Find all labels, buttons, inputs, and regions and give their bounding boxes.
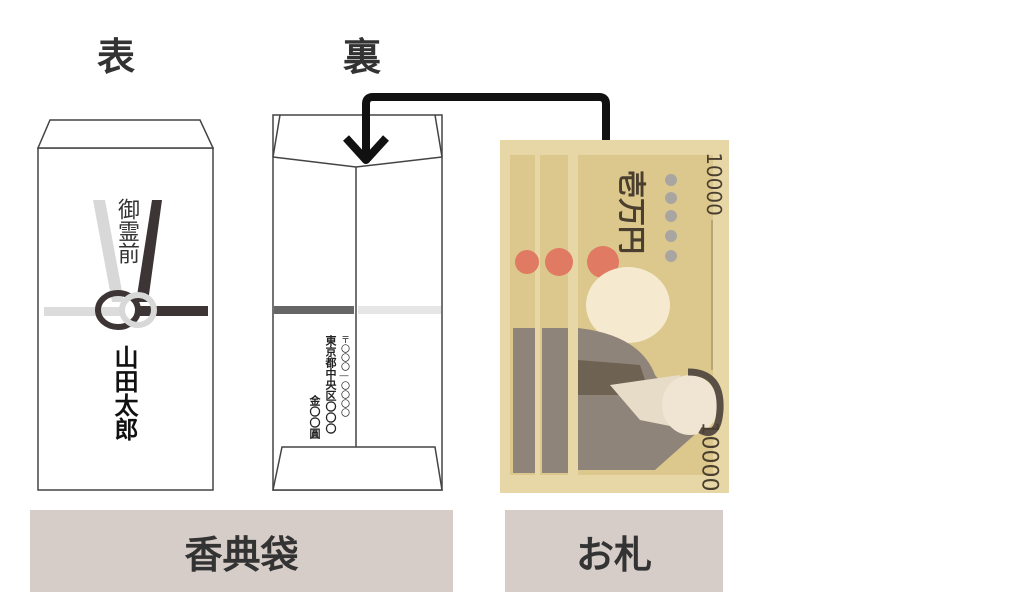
banknote-number-top: 10000 bbox=[701, 152, 726, 216]
banknote-number-bottom: 10000 bbox=[696, 421, 722, 492]
amount: 金〇〇圓 bbox=[308, 395, 321, 439]
arrow-icon bbox=[343, 93, 610, 164]
heading-front: 表 bbox=[97, 35, 136, 79]
banknote-back-2 bbox=[510, 155, 539, 475]
front-envelope bbox=[36, 119, 215, 491]
address: 東京都中央区〇〇〇 bbox=[324, 335, 337, 434]
envelope-title: 御霊前 bbox=[114, 198, 139, 264]
banknote-front bbox=[578, 155, 724, 475]
postal-code: 〒〇〇〇―〇〇〇〇 bbox=[339, 335, 349, 417]
banknote-back-1 bbox=[540, 155, 573, 475]
banknote-denomination: 壱万円 bbox=[615, 170, 648, 255]
sender-name: 山田太郎 bbox=[110, 345, 138, 441]
label-bill: お札 bbox=[505, 510, 723, 592]
label-envelope: 香典袋 bbox=[30, 510, 453, 592]
mizuhiki-cord bbox=[44, 200, 208, 330]
heading-back: 裏 bbox=[343, 35, 382, 79]
back-envelope bbox=[272, 114, 443, 491]
watermark-dots bbox=[665, 174, 677, 262]
banknotes bbox=[500, 140, 729, 493]
